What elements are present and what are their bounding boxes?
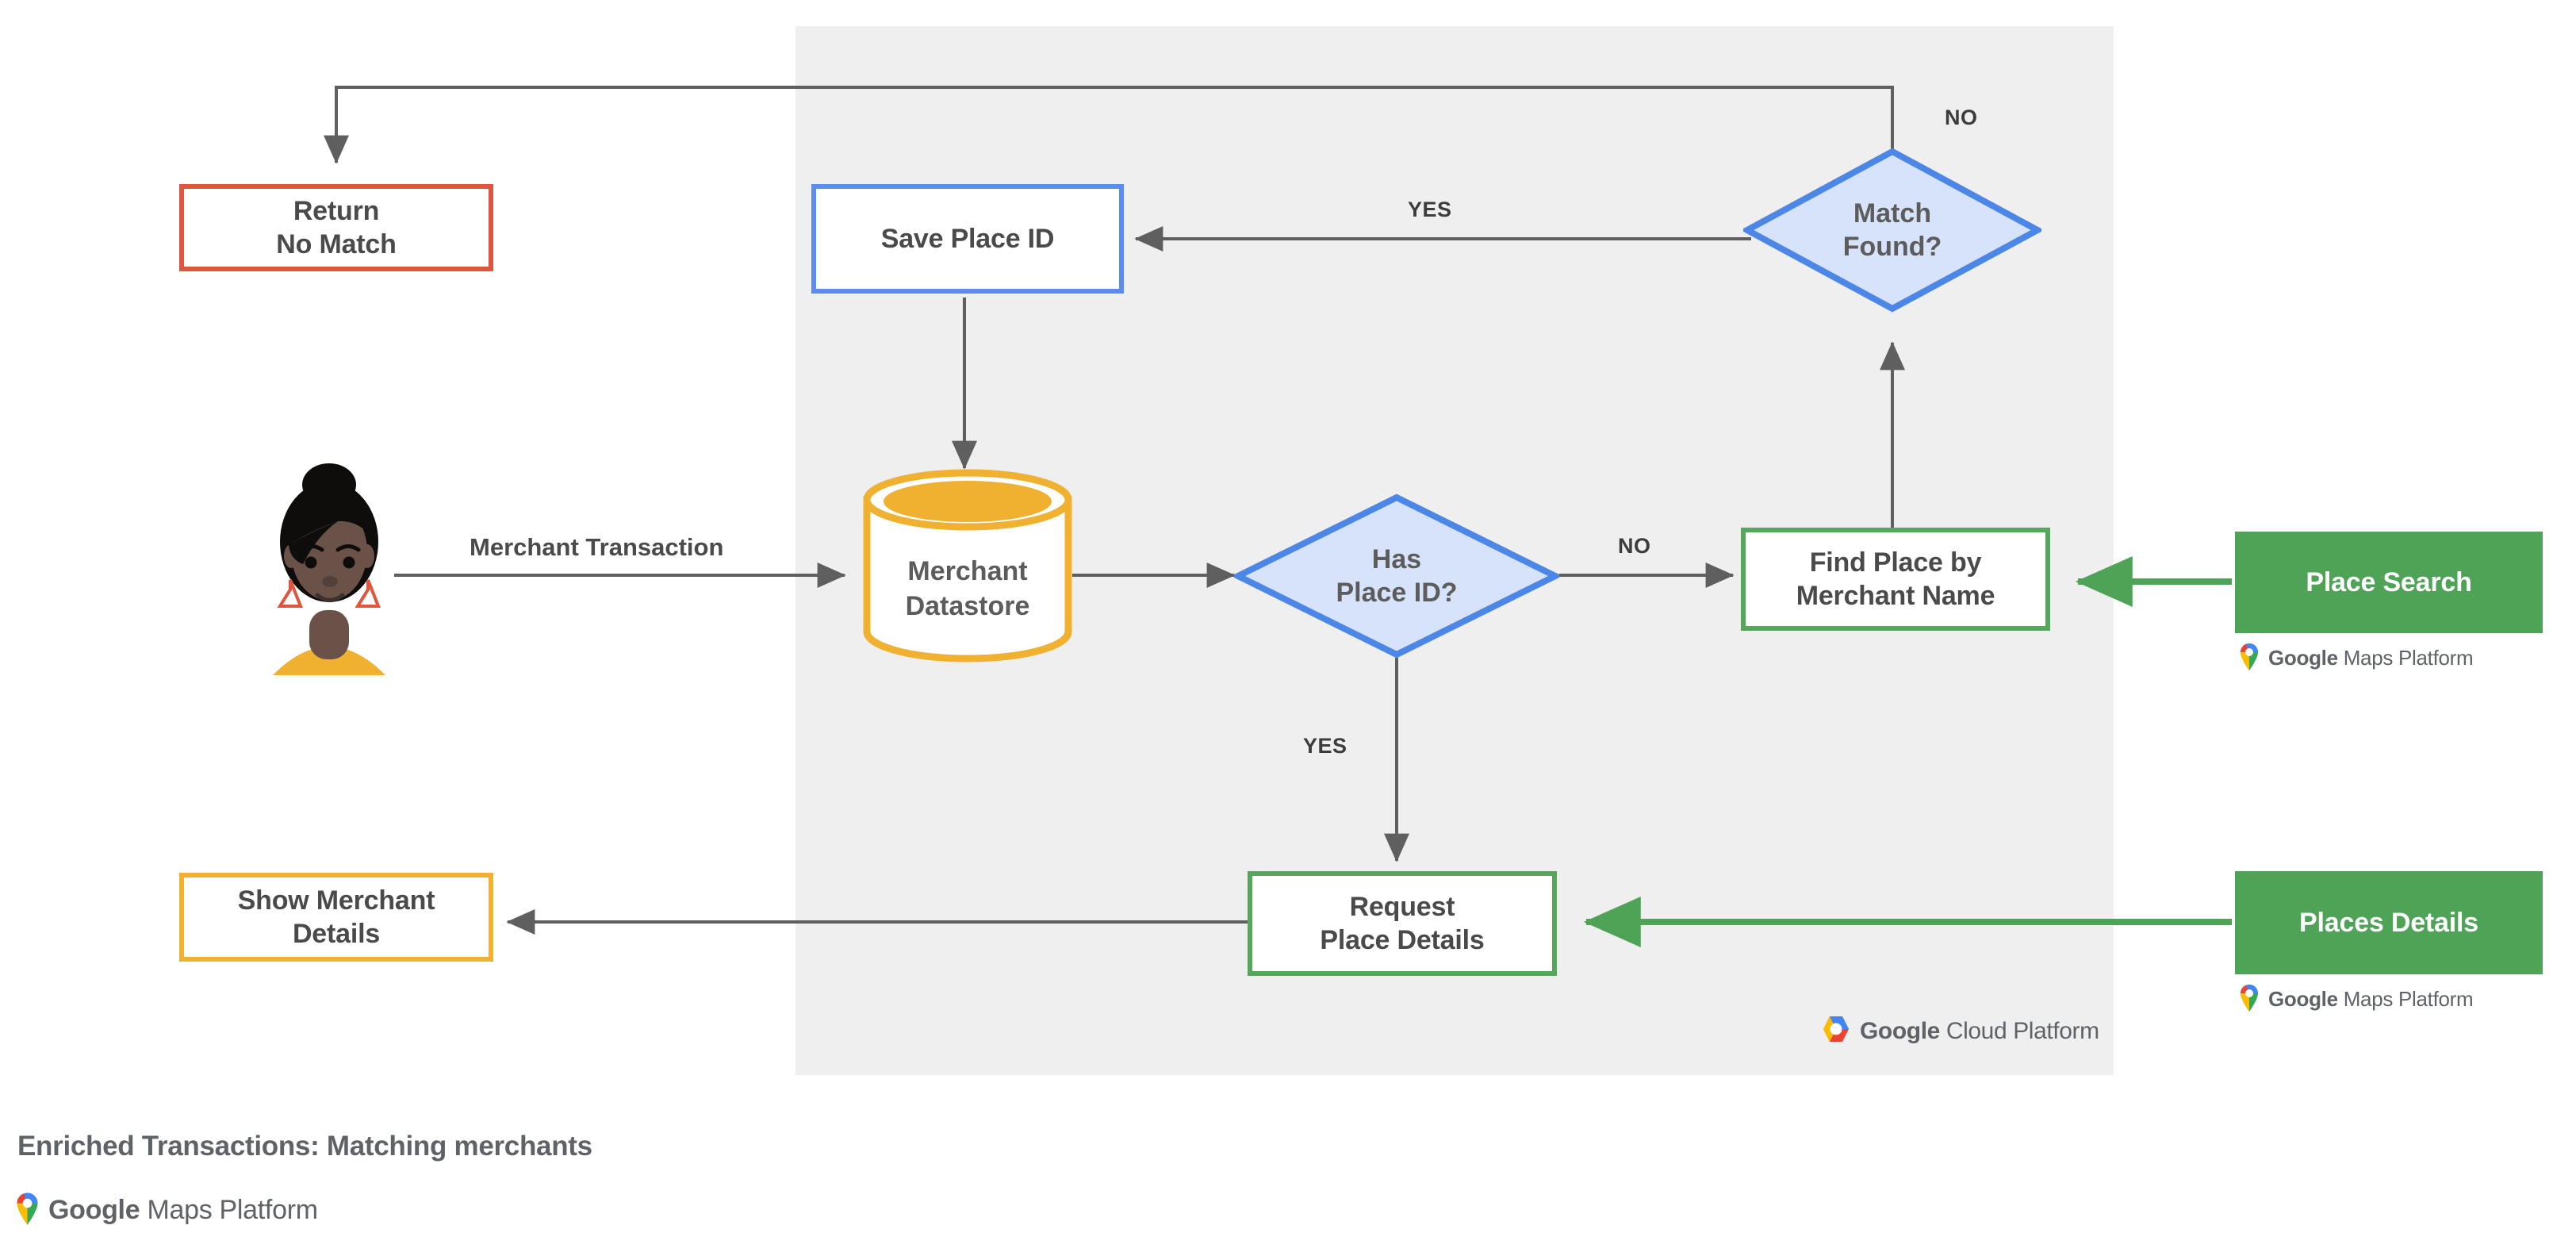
edge-label-match-found-no: NO bbox=[1945, 106, 1978, 129]
cloud-hexagon-icon bbox=[1821, 1015, 1851, 1047]
google-maps-platform-logo-place-search: Google Maps Platform bbox=[2238, 641, 2474, 675]
google-maps-platform-logo-footer: Google Maps Platform bbox=[14, 1190, 318, 1230]
maps-pin-icon bbox=[2238, 641, 2260, 675]
node-label: Place Search bbox=[2306, 566, 2472, 597]
node-label: Places Details bbox=[2299, 907, 2478, 938]
node-find-place-by-merchant-name[interactable]: Find Place by Merchant Name bbox=[1741, 528, 2050, 631]
node-return-no-match[interactable]: Return No Match bbox=[179, 184, 493, 271]
customer-avatar bbox=[262, 463, 397, 681]
google-cloud-platform-logo: Google Cloud Platform bbox=[1821, 1015, 2099, 1047]
node-places-details-api[interactable]: Places Details bbox=[2235, 871, 2543, 974]
logo-wordmark: Google Maps Platform bbox=[2268, 987, 2474, 1011]
node-has-place-id[interactable]: Has Place ID? bbox=[1234, 494, 1559, 659]
edge-label-has-place-id-no: NO bbox=[1618, 534, 1651, 558]
logo-wordmark: Google Cloud Platform bbox=[1860, 1017, 2099, 1044]
node-save-place-id[interactable]: Save Place ID bbox=[811, 184, 1124, 294]
node-merchant-datastore[interactable]: Merchant Datastore bbox=[861, 467, 1075, 665]
node-label: Return No Match bbox=[276, 195, 397, 259]
logo-wordmark: Google Maps Platform bbox=[2268, 646, 2474, 670]
logo-wordmark: Google Maps Platform bbox=[48, 1194, 318, 1225]
node-label: Request Place Details bbox=[1320, 891, 1485, 955]
edge-label-has-place-id-yes: YES bbox=[1303, 734, 1347, 758]
node-show-merchant-details[interactable]: Show Merchant Details bbox=[179, 873, 493, 962]
node-label: Save Place ID bbox=[880, 223, 1055, 254]
maps-pin-icon bbox=[14, 1190, 40, 1230]
node-match-found[interactable]: Match Found? bbox=[1743, 148, 2041, 313]
node-request-place-details[interactable]: Request Place Details bbox=[1248, 871, 1557, 976]
diagram-caption: Enriched Transactions: Matching merchant… bbox=[17, 1131, 592, 1162]
node-place-search-api[interactable]: Place Search bbox=[2235, 532, 2543, 633]
node-label: Find Place by Merchant Name bbox=[1796, 547, 1995, 611]
node-label: Show Merchant Details bbox=[237, 885, 435, 949]
google-maps-platform-logo-places-details: Google Maps Platform bbox=[2238, 982, 2474, 1016]
edge-label-match-found-yes: YES bbox=[1408, 198, 1452, 221]
maps-pin-icon bbox=[2238, 982, 2260, 1016]
edge-label-merchant-transaction: Merchant Transaction bbox=[470, 533, 724, 561]
